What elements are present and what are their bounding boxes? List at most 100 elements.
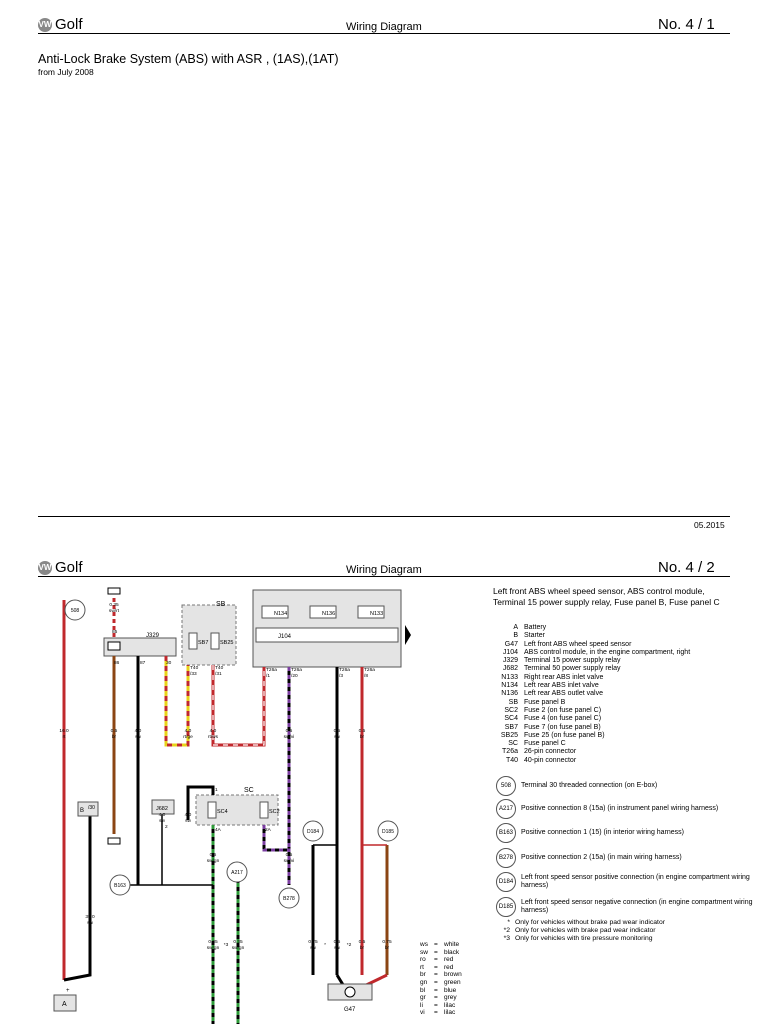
svg-text:sw: sw: [334, 735, 340, 740]
conn-a217: [226, 861, 248, 883]
wire-color-code: br: [420, 971, 426, 979]
conn-b278: [278, 887, 300, 909]
legend-code: N134: [501, 682, 518, 690]
label-g47: G47: [344, 1007, 356, 1013]
svg-text:/8: /8: [364, 673, 368, 679]
svg-text:sw/gn: sw/gn: [232, 945, 245, 951]
vw-logo-icon: VW: [38, 560, 52, 575]
label-j104: J104: [278, 634, 292, 640]
wire-color-name: white: [444, 941, 460, 948]
wire-color-name: red: [444, 963, 454, 971]
wire-color-eq: =: [434, 1001, 438, 1009]
page1-footer-rule: [38, 516, 730, 517]
valve-n134: [261, 605, 289, 619]
wire-color-code: ro: [420, 956, 426, 964]
svg-text:4.0: 4.0: [185, 728, 192, 734]
svg-text:rt: rt: [63, 734, 67, 740]
label-sc4: SC4: [217, 809, 228, 815]
legend-desc: Fuse 25 (on fuse panel B): [524, 731, 605, 739]
svg-text:0.5: 0.5: [111, 728, 118, 734]
legend-desc: Fuse panel C: [524, 740, 566, 748]
wiring-diagram: SB J104 N134 N136 N133 J329 SB7 SB25 SC …: [53, 587, 411, 1024]
conn-a217-label: A217: [231, 870, 243, 876]
valve-n136: [309, 605, 337, 619]
wire-color-code: li: [420, 1001, 423, 1009]
fuse-sc4: [207, 801, 217, 819]
connection-circle-icon: A217: [496, 799, 516, 819]
circle-legend-desc: Positive connection 1 (15) (in interior …: [521, 829, 685, 836]
svg-text:*: *: [324, 942, 326, 948]
fuse-sb7: [188, 632, 198, 650]
label-n134: N134: [274, 611, 287, 617]
svg-text:sw/vi: sw/vi: [284, 858, 295, 864]
footnote-text: Only for vehicles with tire pressure mon…: [515, 934, 653, 942]
legend-desc: Left rear ABS outlet valve: [524, 690, 603, 698]
wire-color-row: gn=green: [420, 979, 462, 987]
svg-text:0.75: 0.75: [382, 939, 392, 945]
svg-text:0.5: 0.5: [334, 728, 341, 734]
svg-text:0.5: 0.5: [286, 728, 293, 734]
label-sc: SC: [244, 787, 254, 794]
svg-text:sw/gn: sw/gn: [207, 858, 220, 864]
wire-sw-vi-sc2-lilac: [262, 825, 291, 885]
circle-legend-desc: Left front speed sensor positive connect…: [521, 874, 750, 889]
fuse-sb25: [210, 632, 220, 650]
legend-desc: Right rear ABS inlet valve: [524, 673, 604, 681]
legend-desc: Fuse 2 (on fuse panel C): [524, 706, 602, 714]
legend-code: B: [513, 632, 518, 640]
svg-text:0.75: 0.75: [308, 939, 318, 945]
svg-text:/20: /20: [291, 673, 298, 679]
wire-color-eq: =: [434, 941, 438, 948]
svg-text:T26a: T26a: [364, 667, 375, 673]
wire-color-code: sw: [420, 948, 428, 956]
legend-code: SB7: [504, 723, 518, 731]
wire-color-eq: =: [434, 956, 438, 964]
conn-508-label: 508: [71, 608, 80, 614]
svg-text:br: br: [360, 734, 365, 740]
label-j682: J682: [156, 806, 168, 812]
label-a: A: [62, 1001, 67, 1008]
wire-color-eq: =: [434, 986, 438, 994]
svg-text:T40: T40: [215, 665, 224, 671]
legend-code: N136: [501, 690, 518, 698]
wire-color-row: vi=lilac: [420, 1009, 462, 1017]
page1-page-number: No. 4 / 1: [658, 16, 715, 33]
connection-circle-icon: D185: [496, 897, 516, 917]
legend-desc: 26-pin connector: [524, 748, 577, 756]
svg-text:*2: *2: [347, 942, 352, 948]
page2-brand: VW Golf: [38, 559, 83, 576]
svg-text:T26a: T26a: [291, 667, 302, 673]
svg-text:/1: /1: [266, 673, 270, 679]
wire-color-name: black: [444, 948, 460, 956]
wire-color-code: rt: [420, 963, 424, 971]
svg-text:0.5: 0.5: [286, 852, 293, 858]
abs-module-inner: [255, 627, 399, 643]
conn-d184-label: D184: [307, 829, 319, 835]
relay-j682: [151, 799, 175, 815]
svg-text:/31: /31: [215, 671, 222, 677]
svg-text:0.35: 0.35: [208, 939, 218, 945]
svg-text:16.0: 16.0: [59, 728, 69, 734]
footnote-mark: *3: [503, 934, 510, 942]
svg-text:br: br: [360, 945, 365, 951]
page1-title: Anti-Lock Brake System (ABS) with ASR , …: [38, 52, 339, 66]
wire-color-eq: =: [434, 978, 438, 986]
page1-brand-text: Golf: [55, 16, 83, 33]
wire-color-code: vi: [420, 1009, 425, 1017]
svg-text:sw: sw: [159, 819, 165, 824]
legend-desc: Starter: [524, 632, 546, 640]
page2-doc-type: Wiring Diagram: [346, 564, 422, 576]
svg-text:*3: *3: [224, 942, 229, 948]
page1-subtitle: from July 2008: [38, 67, 94, 77]
wire-rt-ws-white: [212, 665, 265, 746]
svg-text:4A: 4A: [215, 827, 222, 833]
label-b30: /30: [88, 805, 95, 811]
